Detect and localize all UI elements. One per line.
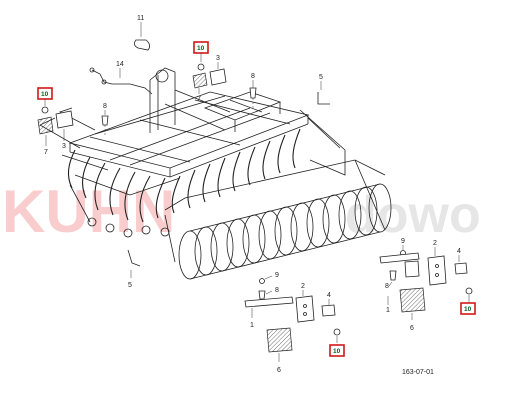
callout-2-bottom: 2 (301, 283, 305, 290)
tine-row (67, 128, 301, 223)
callout-10-bottom-box (329, 344, 345, 357)
callout-14: 14 (116, 61, 124, 68)
machine-frame (39, 67, 386, 263)
part-3-plate-top (209, 68, 227, 86)
part-8-bolt-top (249, 87, 257, 99)
part-8-bolt-bottom (258, 290, 266, 300)
part-10-nut-right (465, 287, 473, 295)
callout-5-left: 5 (128, 282, 132, 289)
callout-5-top: 5 (319, 74, 323, 81)
watermark-right: dowo (345, 186, 481, 244)
callout-11: 11 (137, 15, 144, 22)
callout-10-left: 10 (41, 91, 49, 98)
callout-10-bottom: 10 (333, 348, 341, 355)
callout-10-top: 10 (197, 45, 205, 52)
disc-row (69, 184, 170, 238)
part-7-decal-top (192, 72, 208, 89)
part-9-washer-bottom (259, 278, 265, 284)
callout-7-left: 7 (44, 149, 48, 156)
part-3-plate-left (55, 110, 74, 129)
callout-3-top: 3 (216, 55, 220, 62)
callout-1-bottom: 1 (250, 322, 254, 329)
part-10-nut-left (41, 106, 49, 114)
callout-8-right: 8 (385, 283, 389, 290)
part-14-cable (89, 67, 153, 95)
callout-10-right: 10 (464, 306, 472, 313)
callout-6-bottom: 6 (277, 367, 281, 374)
part-1-bracket-bottom (244, 296, 294, 308)
callout-4-bottom: 4 (327, 292, 331, 299)
part-2-plate-right (427, 255, 447, 286)
part-6-decal-bottom (266, 327, 293, 353)
part-1-bracket-right (379, 252, 420, 264)
part-4-cap-bottom (321, 304, 336, 317)
part-6-decal-right (399, 287, 426, 313)
callout-8-top: 8 (251, 73, 255, 80)
part-4-cap-right (454, 262, 468, 275)
callout-7-top: 7 (197, 96, 201, 103)
drawing-code: 163-07-01 (402, 369, 434, 376)
callout-3-left: 3 (62, 143, 66, 150)
callout-4-right: 4 (457, 248, 461, 255)
part-2-plate-bottom (295, 295, 315, 323)
part-8-bolt-right (389, 270, 397, 281)
part-11-pin (134, 22, 150, 51)
callout-9-bottom: 9 (275, 272, 279, 279)
part-10-nut-bottom (333, 328, 341, 336)
callout-2-right: 2 (433, 240, 437, 247)
callout-6-right: 6 (410, 325, 414, 332)
packer-roller (178, 183, 392, 280)
part-10-nut-top (197, 63, 205, 71)
callout-9-right: 9 (401, 238, 405, 245)
part-8-bolt-left (101, 115, 109, 126)
callout-1-right: 1 (386, 307, 390, 314)
part-5-pin-top (317, 92, 330, 105)
part-7-decal-left (37, 116, 54, 135)
part-1-leg-right (404, 260, 420, 278)
callout-8-bottom: 8 (275, 287, 279, 294)
callout-8-left: 8 (103, 103, 107, 110)
callout-10-right-box (460, 302, 476, 315)
part-5-pin-left (127, 249, 141, 267)
